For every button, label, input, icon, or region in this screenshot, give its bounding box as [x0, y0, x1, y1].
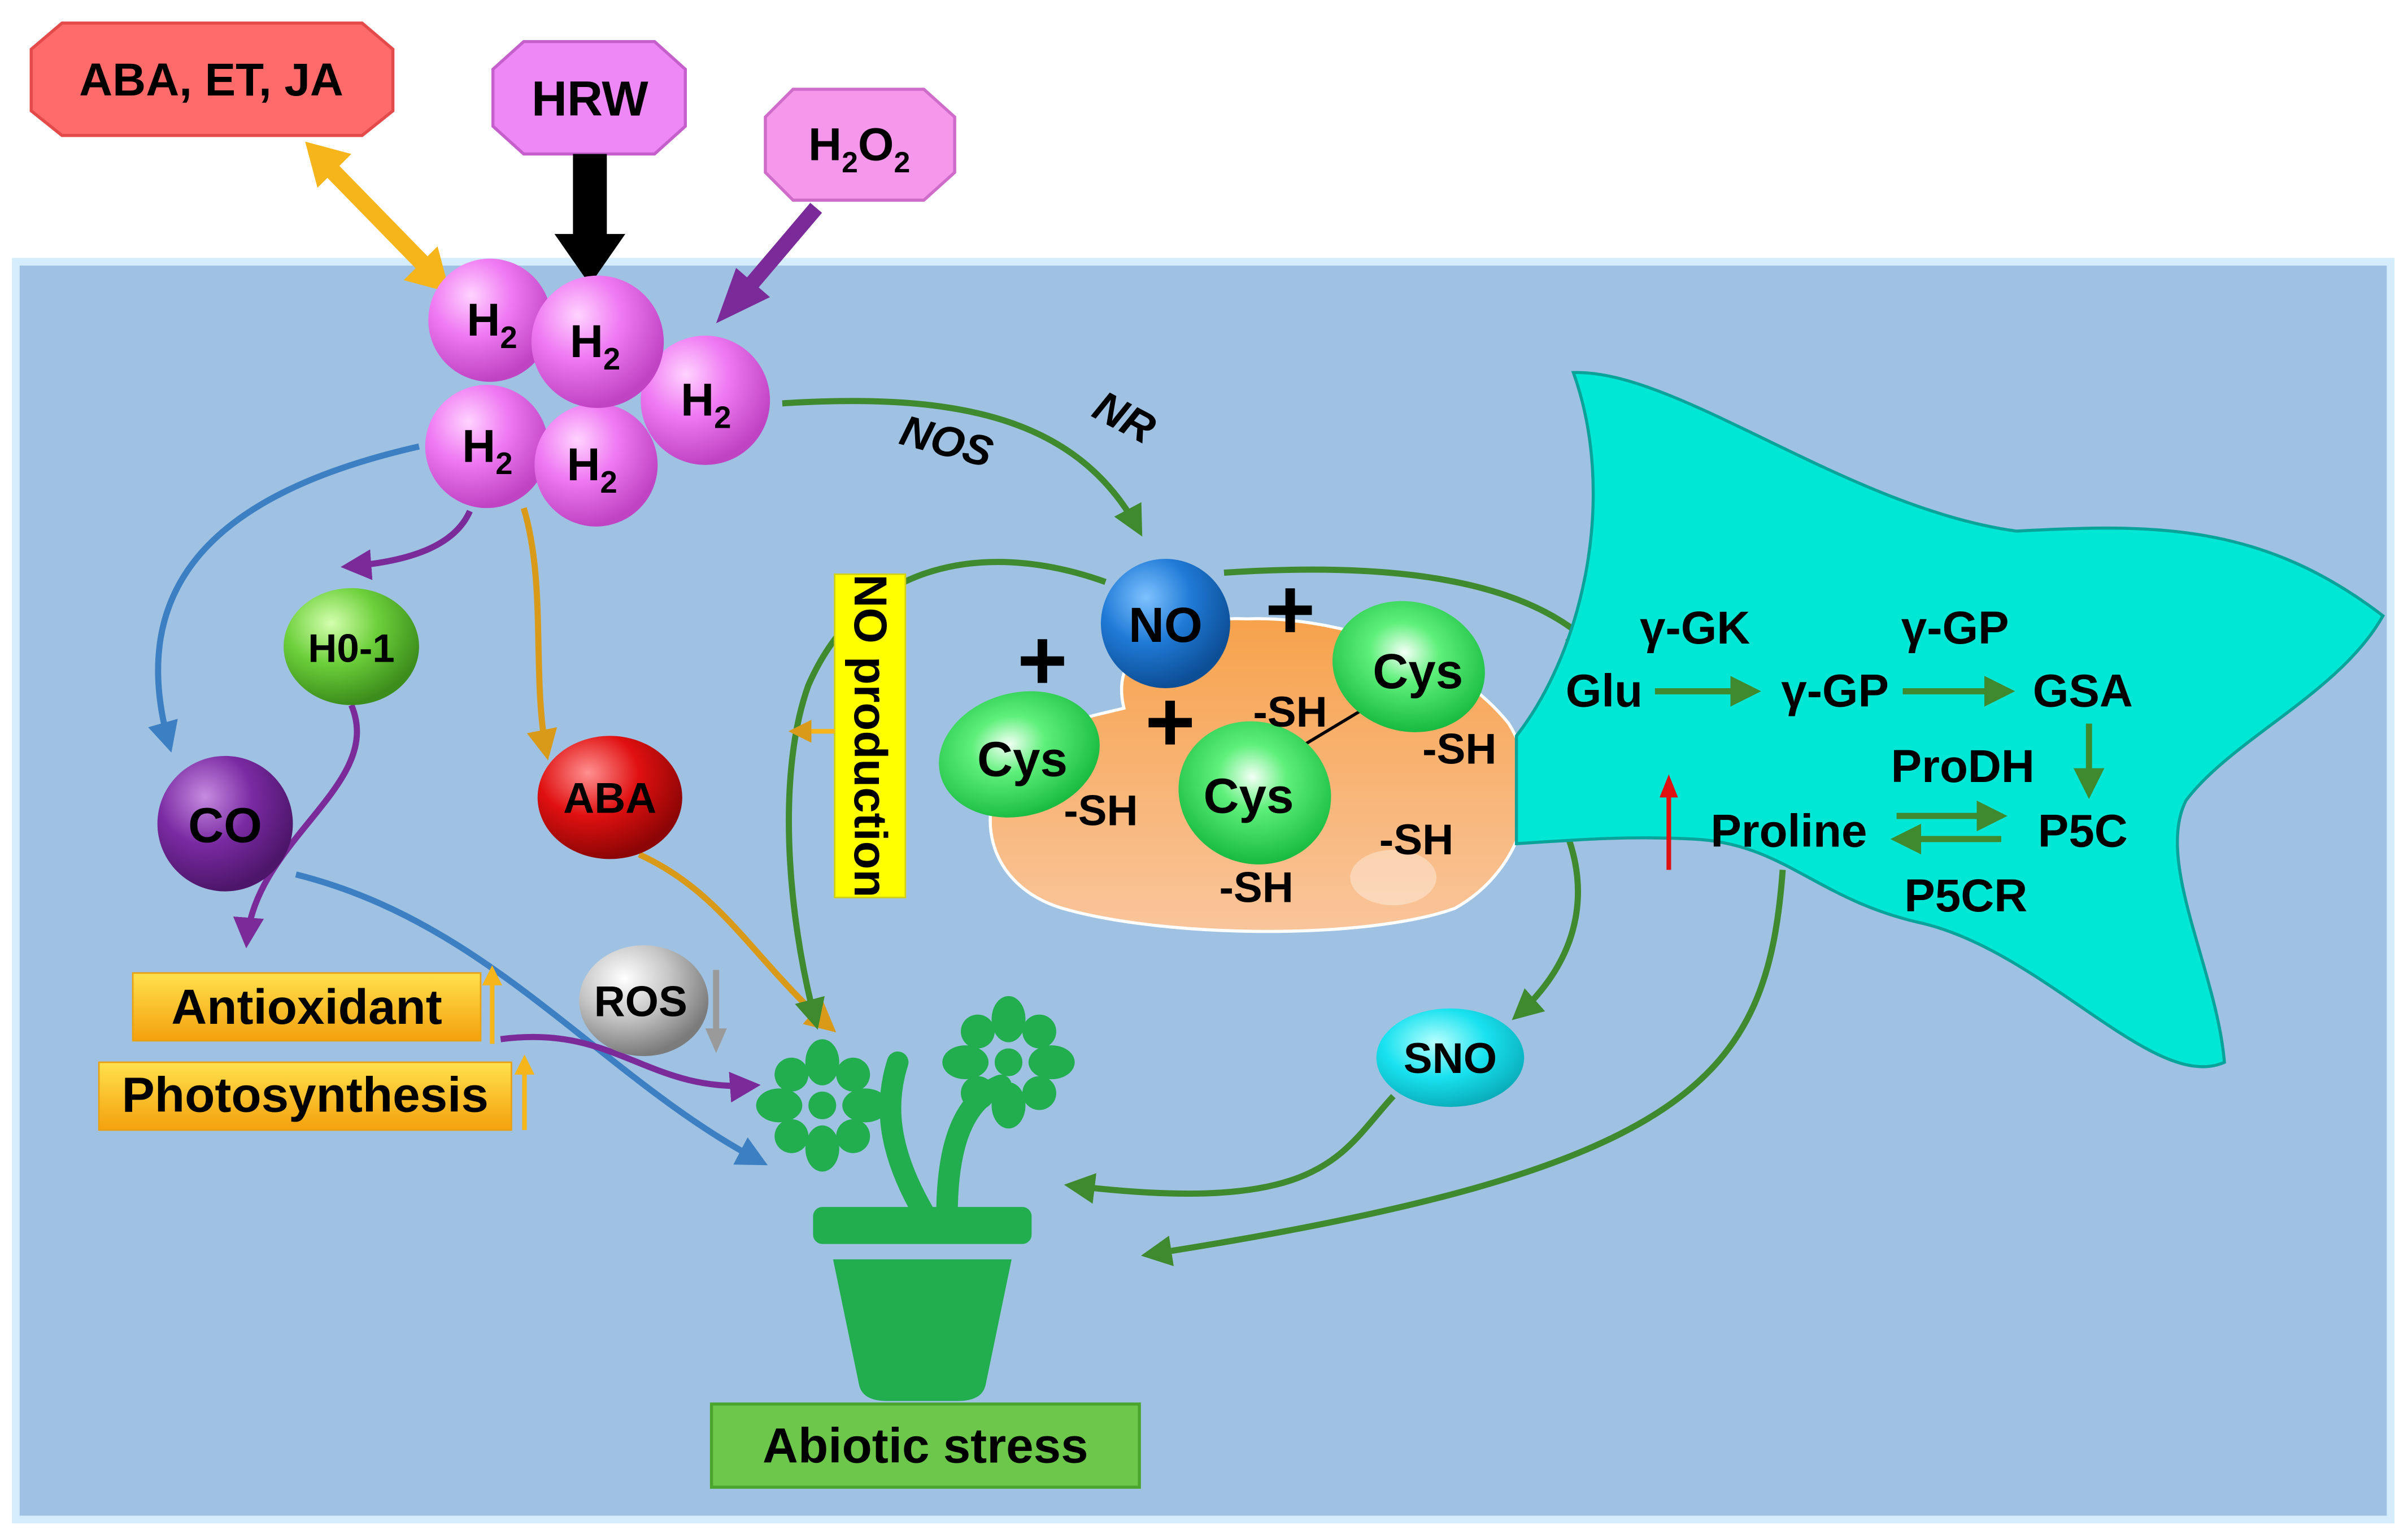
h2-to-ho1-arrow	[340, 510, 473, 580]
no-to-glu-arrow	[1223, 566, 1598, 651]
svg-text:ABA: ABA	[563, 775, 656, 823]
h2o2-h: H	[808, 119, 842, 170]
proline-up-arrowhead	[1660, 774, 1678, 798]
h2-to-co-arrow	[148, 443, 420, 753]
sh-group-label: -SH	[1253, 688, 1327, 736]
h2-to-aba-arrow	[520, 507, 558, 761]
h2-molecule-cluster: H2 H2 H2 H2 H2	[425, 258, 770, 527]
svg-text:SNO: SNO	[1404, 1035, 1497, 1083]
prodh-label: ProDH	[1891, 741, 2035, 792]
p5c-label: P5C	[2038, 806, 2128, 857]
plant-icon	[756, 996, 1075, 1401]
glu-label: Glu	[1566, 666, 1643, 717]
ros-node: ROS	[579, 945, 709, 1057]
no-production-label: NO production	[834, 573, 907, 898]
ros-down-arrow-shaft	[713, 970, 720, 1032]
h2-molecule	[641, 335, 770, 465]
cys-node: Cys	[1178, 721, 1331, 864]
plus-sign: +	[1145, 674, 1195, 770]
ggp-label: γ-GP	[1781, 666, 1889, 717]
aba-node: ABA	[537, 736, 682, 859]
aba-et-ja-label: ABA, ET, JA	[79, 54, 343, 106]
svg-text:Abiotic stress: Abiotic stress	[763, 1418, 1088, 1473]
hrw-label: HRW	[532, 71, 648, 126]
protein-highlight	[1350, 850, 1436, 906]
photosynthesis-label-box: Photosynthesis	[98, 1061, 512, 1131]
sno-to-plant-arrow	[1064, 1094, 1396, 1204]
h2-arrowhead-yellow	[403, 246, 450, 293]
no-node: NO	[1100, 559, 1230, 688]
ggk-label: γ-GK	[1640, 602, 1750, 654]
svg-text:Cys: Cys	[1204, 769, 1294, 824]
ros-down-arrowhead	[705, 1028, 727, 1053]
aba-et-ja-node: ABA, ET, JA	[29, 21, 395, 137]
photosynthesis-up-arrow-shaft	[522, 1071, 527, 1130]
hrw-node: HRW	[491, 40, 687, 156]
flower-right	[942, 996, 1075, 1129]
sh-group-label: -SH	[1379, 816, 1453, 864]
h2-molecule	[534, 403, 658, 527]
abiotic-stress-label-box: Abiotic stress	[709, 1402, 1141, 1489]
h2o2-sub2: 2	[894, 146, 910, 179]
sh-group-label: -SH	[1422, 725, 1496, 773]
photosynthesis-up-arrowhead	[514, 1054, 535, 1075]
co-to-plant-arrow	[295, 871, 768, 1166]
h2-molecule	[531, 275, 664, 409]
svg-text:Antioxidant: Antioxidant	[171, 980, 442, 1035]
h2-molecule	[425, 385, 548, 509]
aba-arrowhead	[305, 141, 352, 188]
h2-molecule	[428, 258, 552, 382]
svg-text:H2: H2	[467, 294, 517, 355]
sh-group-label: -SH	[1064, 787, 1138, 835]
proline-metabolism-region	[1514, 371, 2385, 1068]
cys-node: Cys	[1333, 601, 1485, 732]
gsa-label: GSA	[2033, 666, 2133, 717]
hrw-arrowhead	[554, 234, 626, 285]
ho1-node: H0-1	[284, 588, 419, 705]
h2-to-no-arrow	[782, 398, 1143, 537]
h2o2-arrowhead	[716, 268, 770, 324]
svg-text:Photosynthesis: Photosynthesis	[122, 1067, 489, 1122]
h2o2-arrow	[741, 203, 822, 295]
proline-label: Proline	[1710, 806, 1867, 857]
sh-group-label: -SH	[1219, 864, 1293, 912]
ggp-enzyme-label: γ-GP	[1901, 602, 2009, 654]
svg-text:Cys: Cys	[977, 732, 1068, 787]
svg-text:Cys: Cys	[1373, 644, 1463, 699]
h2o2-node: H2O2	[764, 88, 956, 202]
antioxidant-label-box: Antioxidant	[132, 972, 482, 1042]
h2o2-o: O	[858, 119, 894, 170]
antioxidant-up-arrowhead	[482, 965, 503, 985]
svg-text:H2: H2	[681, 375, 731, 435]
plus-sign: +	[1265, 562, 1316, 658]
svg-text:CO: CO	[188, 798, 262, 853]
antioxidant-to-plant-arrow	[500, 1033, 761, 1103]
svg-text:NO: NO	[1129, 598, 1203, 653]
svg-text:H2: H2	[567, 439, 617, 499]
co-node: CO	[157, 755, 293, 892]
aba-h2-bidirectional-arrow	[310, 148, 446, 286]
ho1-to-antioxidant-arrow	[233, 703, 360, 949]
svg-text:H2: H2	[462, 420, 512, 481]
cys-node: Cys	[939, 691, 1100, 818]
sno-node: SNO	[1376, 1008, 1525, 1107]
svg-text:NO production: NO production	[844, 574, 896, 897]
flower-left	[756, 1039, 889, 1172]
antioxidant-up-arrow-shaft	[490, 982, 495, 1044]
svg-text:H2O2: H2O2	[808, 119, 910, 179]
svg-text:H0-1: H0-1	[308, 627, 395, 671]
hrw-arrow-shaft	[573, 154, 607, 239]
no-to-plant-arrow	[786, 559, 1107, 1030]
svg-text:ROS: ROS	[594, 977, 687, 1026]
proline-to-plant-arrow	[1140, 870, 1786, 1266]
h2o2-sub1: 2	[842, 146, 858, 179]
svg-text:H2: H2	[570, 316, 620, 376]
p5cr-label: P5CR	[1904, 870, 2027, 922]
